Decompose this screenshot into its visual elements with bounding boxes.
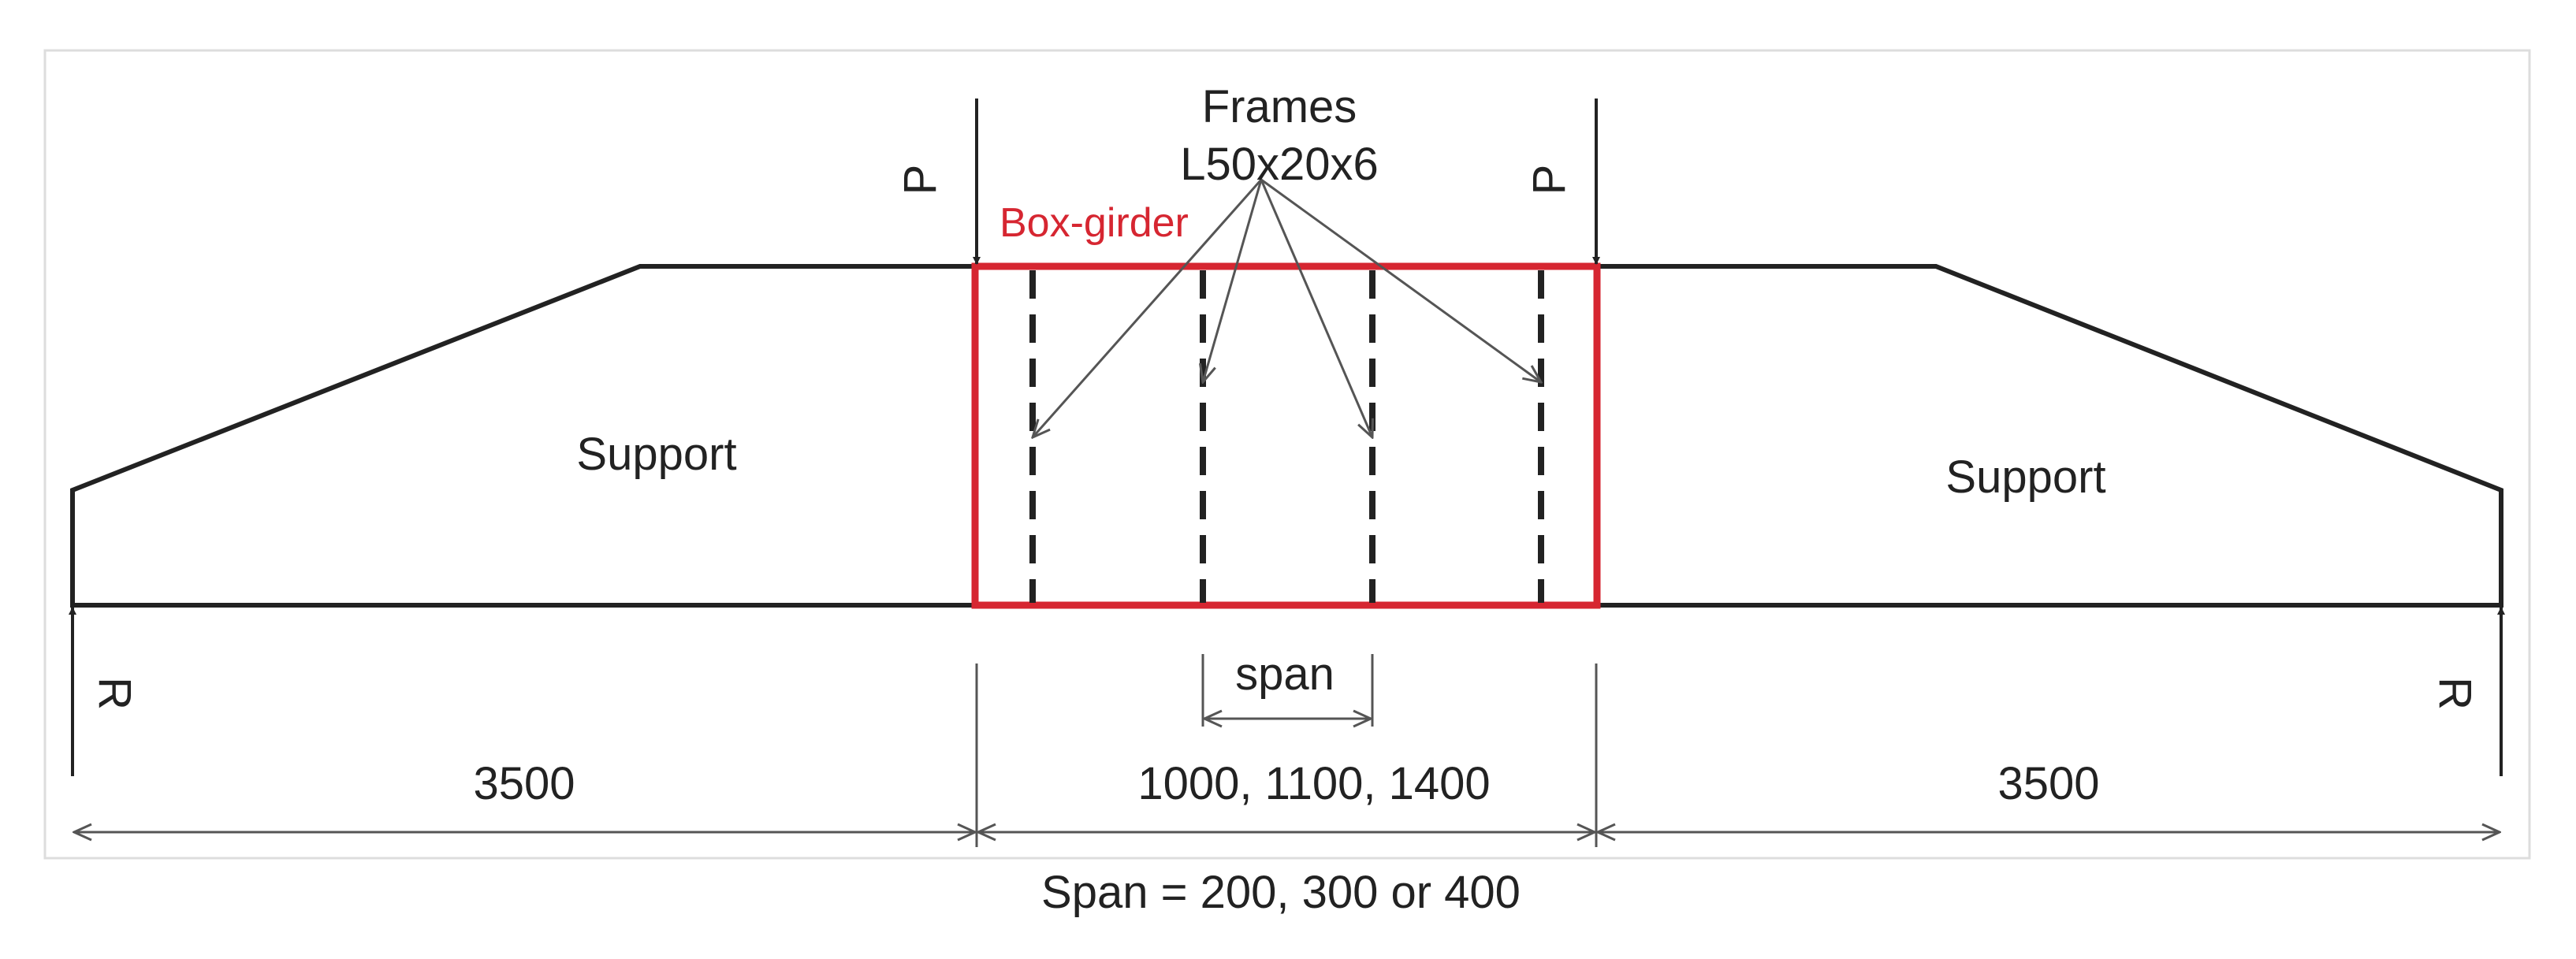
frames — [1029, 270, 1544, 603]
dimension-middle-label: 1000, 1100, 1400 — [1137, 758, 1490, 809]
figure-border — [43, 49, 2531, 860]
reaction-label-right: R — [2429, 677, 2481, 710]
support-left-label: Support — [576, 429, 736, 480]
load-label-right: P — [1524, 165, 1575, 195]
load-label-left: P — [895, 165, 946, 195]
frames-label-line2: L50x20x6 — [1180, 139, 1379, 190]
span-label: span — [1235, 649, 1335, 700]
leader-4 — [1260, 178, 1541, 382]
reaction-arrows — [69, 607, 2505, 776]
leader-2 — [1203, 179, 1263, 382]
dimension-right-label: 3500 — [1997, 758, 2099, 809]
frame-leaders — [1033, 178, 1541, 437]
leader-1 — [1033, 179, 1263, 437]
dimension-left-label: 3500 — [473, 758, 575, 809]
reaction-label-left: R — [89, 677, 140, 710]
frames-label-line1: Frames — [1202, 81, 1357, 132]
box-girder-outline — [971, 262, 1601, 609]
support-right-label: Support — [1945, 452, 2105, 503]
span-caption: Span = 200, 300 or 400 — [1041, 867, 1521, 918]
box-girder-label: Box-girder — [1000, 200, 1189, 246]
load-arrows — [973, 99, 1600, 265]
leader-3 — [1260, 179, 1372, 437]
beam-outline — [70, 264, 2503, 608]
